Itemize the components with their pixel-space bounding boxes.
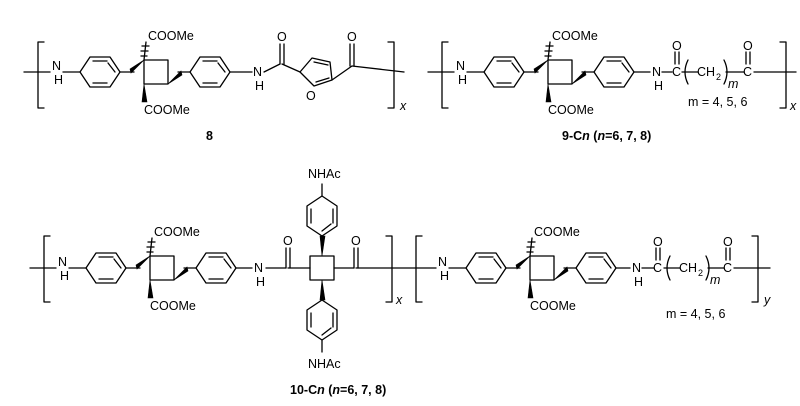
h-label-10a: H xyxy=(60,269,69,283)
compound-8: N H COOMe COOMe N H O O O x 8 xyxy=(23,29,407,143)
compound-10-cn: N H COOMe COOMe N H O NHAc NHAc O x xyxy=(29,167,771,397)
nhac-label-bottom: NHAc xyxy=(308,357,341,371)
c-label-9b: C xyxy=(743,65,752,79)
m-subscript-9: m xyxy=(728,77,738,91)
y-subscript-10: y xyxy=(763,293,771,307)
m-values-label-9: m = 4, 5, 6 xyxy=(688,95,747,109)
c-label-10a: C xyxy=(653,261,662,275)
nh-label-8b: N xyxy=(253,65,262,79)
coome-label-8-top: COOMe xyxy=(148,29,194,43)
o-label-10a: O xyxy=(283,234,293,248)
h-label-10d: H xyxy=(634,275,643,289)
nh-label-10b: N xyxy=(254,261,263,275)
coome-label-9-top: COOMe xyxy=(552,29,598,43)
coome-label-9-bottom: COOMe xyxy=(548,103,594,117)
x-subscript-10: x xyxy=(395,293,403,307)
compound-9-cn: N H COOMe COOMe N H C O CH 2 m C O x m =… xyxy=(427,29,797,143)
o-label-8-furan: O xyxy=(306,89,316,103)
o-label-9b: O xyxy=(743,39,753,53)
h-label-10c: H xyxy=(440,269,449,283)
h-label-10b: H xyxy=(256,275,265,289)
x-subscript-9: x xyxy=(789,99,797,113)
nh-label-10a: N xyxy=(58,255,67,269)
o-label-10d: O xyxy=(723,235,733,249)
o-label-8a: O xyxy=(277,30,287,44)
c-label-9a: C xyxy=(672,65,681,79)
nh-label-10c: N xyxy=(438,255,447,269)
o-label-10c: O xyxy=(653,235,663,249)
x-subscript-8: x xyxy=(399,99,407,113)
h-label-9a: H xyxy=(458,73,467,87)
m-values-label-10: m = 4, 5, 6 xyxy=(666,307,725,321)
compound-label-9: 9-Cn (n=6, 7, 8) xyxy=(562,129,651,143)
o-label-9a: O xyxy=(672,39,682,53)
nh-label-10d: N xyxy=(632,261,641,275)
o-label-8b: O xyxy=(347,30,357,44)
coome-label-10-bottom-a: COOMe xyxy=(150,299,196,313)
h-label-8a: H xyxy=(54,73,63,87)
m-subscript-10: m xyxy=(710,273,720,287)
h-label-9b: H xyxy=(654,79,663,93)
nhac-label-top: NHAc xyxy=(308,167,341,181)
compound-label-8: 8 xyxy=(206,129,213,143)
ch2-subscript-9: 2 xyxy=(716,72,721,82)
ch2-subscript-10: 2 xyxy=(698,268,703,278)
c-label-10b: C xyxy=(723,261,732,275)
o-label-10b: O xyxy=(351,234,361,248)
coome-label-8-bottom: COOMe xyxy=(144,103,190,117)
h-label-8b: H xyxy=(255,79,264,93)
nh-label-8a: N xyxy=(52,59,61,73)
nh-label-9a: N xyxy=(456,59,465,73)
coome-label-10-top-b: COOMe xyxy=(534,225,580,239)
ch2-label-10: CH xyxy=(679,261,697,275)
nh-label-9b: N xyxy=(652,65,661,79)
coome-label-10-bottom-b: COOMe xyxy=(530,299,576,313)
compound-label-10: 10-Cn (n=6, 7, 8) xyxy=(290,383,386,397)
coome-label-10-top-a: COOMe xyxy=(154,225,200,239)
ch2-label-9: CH xyxy=(697,65,715,79)
